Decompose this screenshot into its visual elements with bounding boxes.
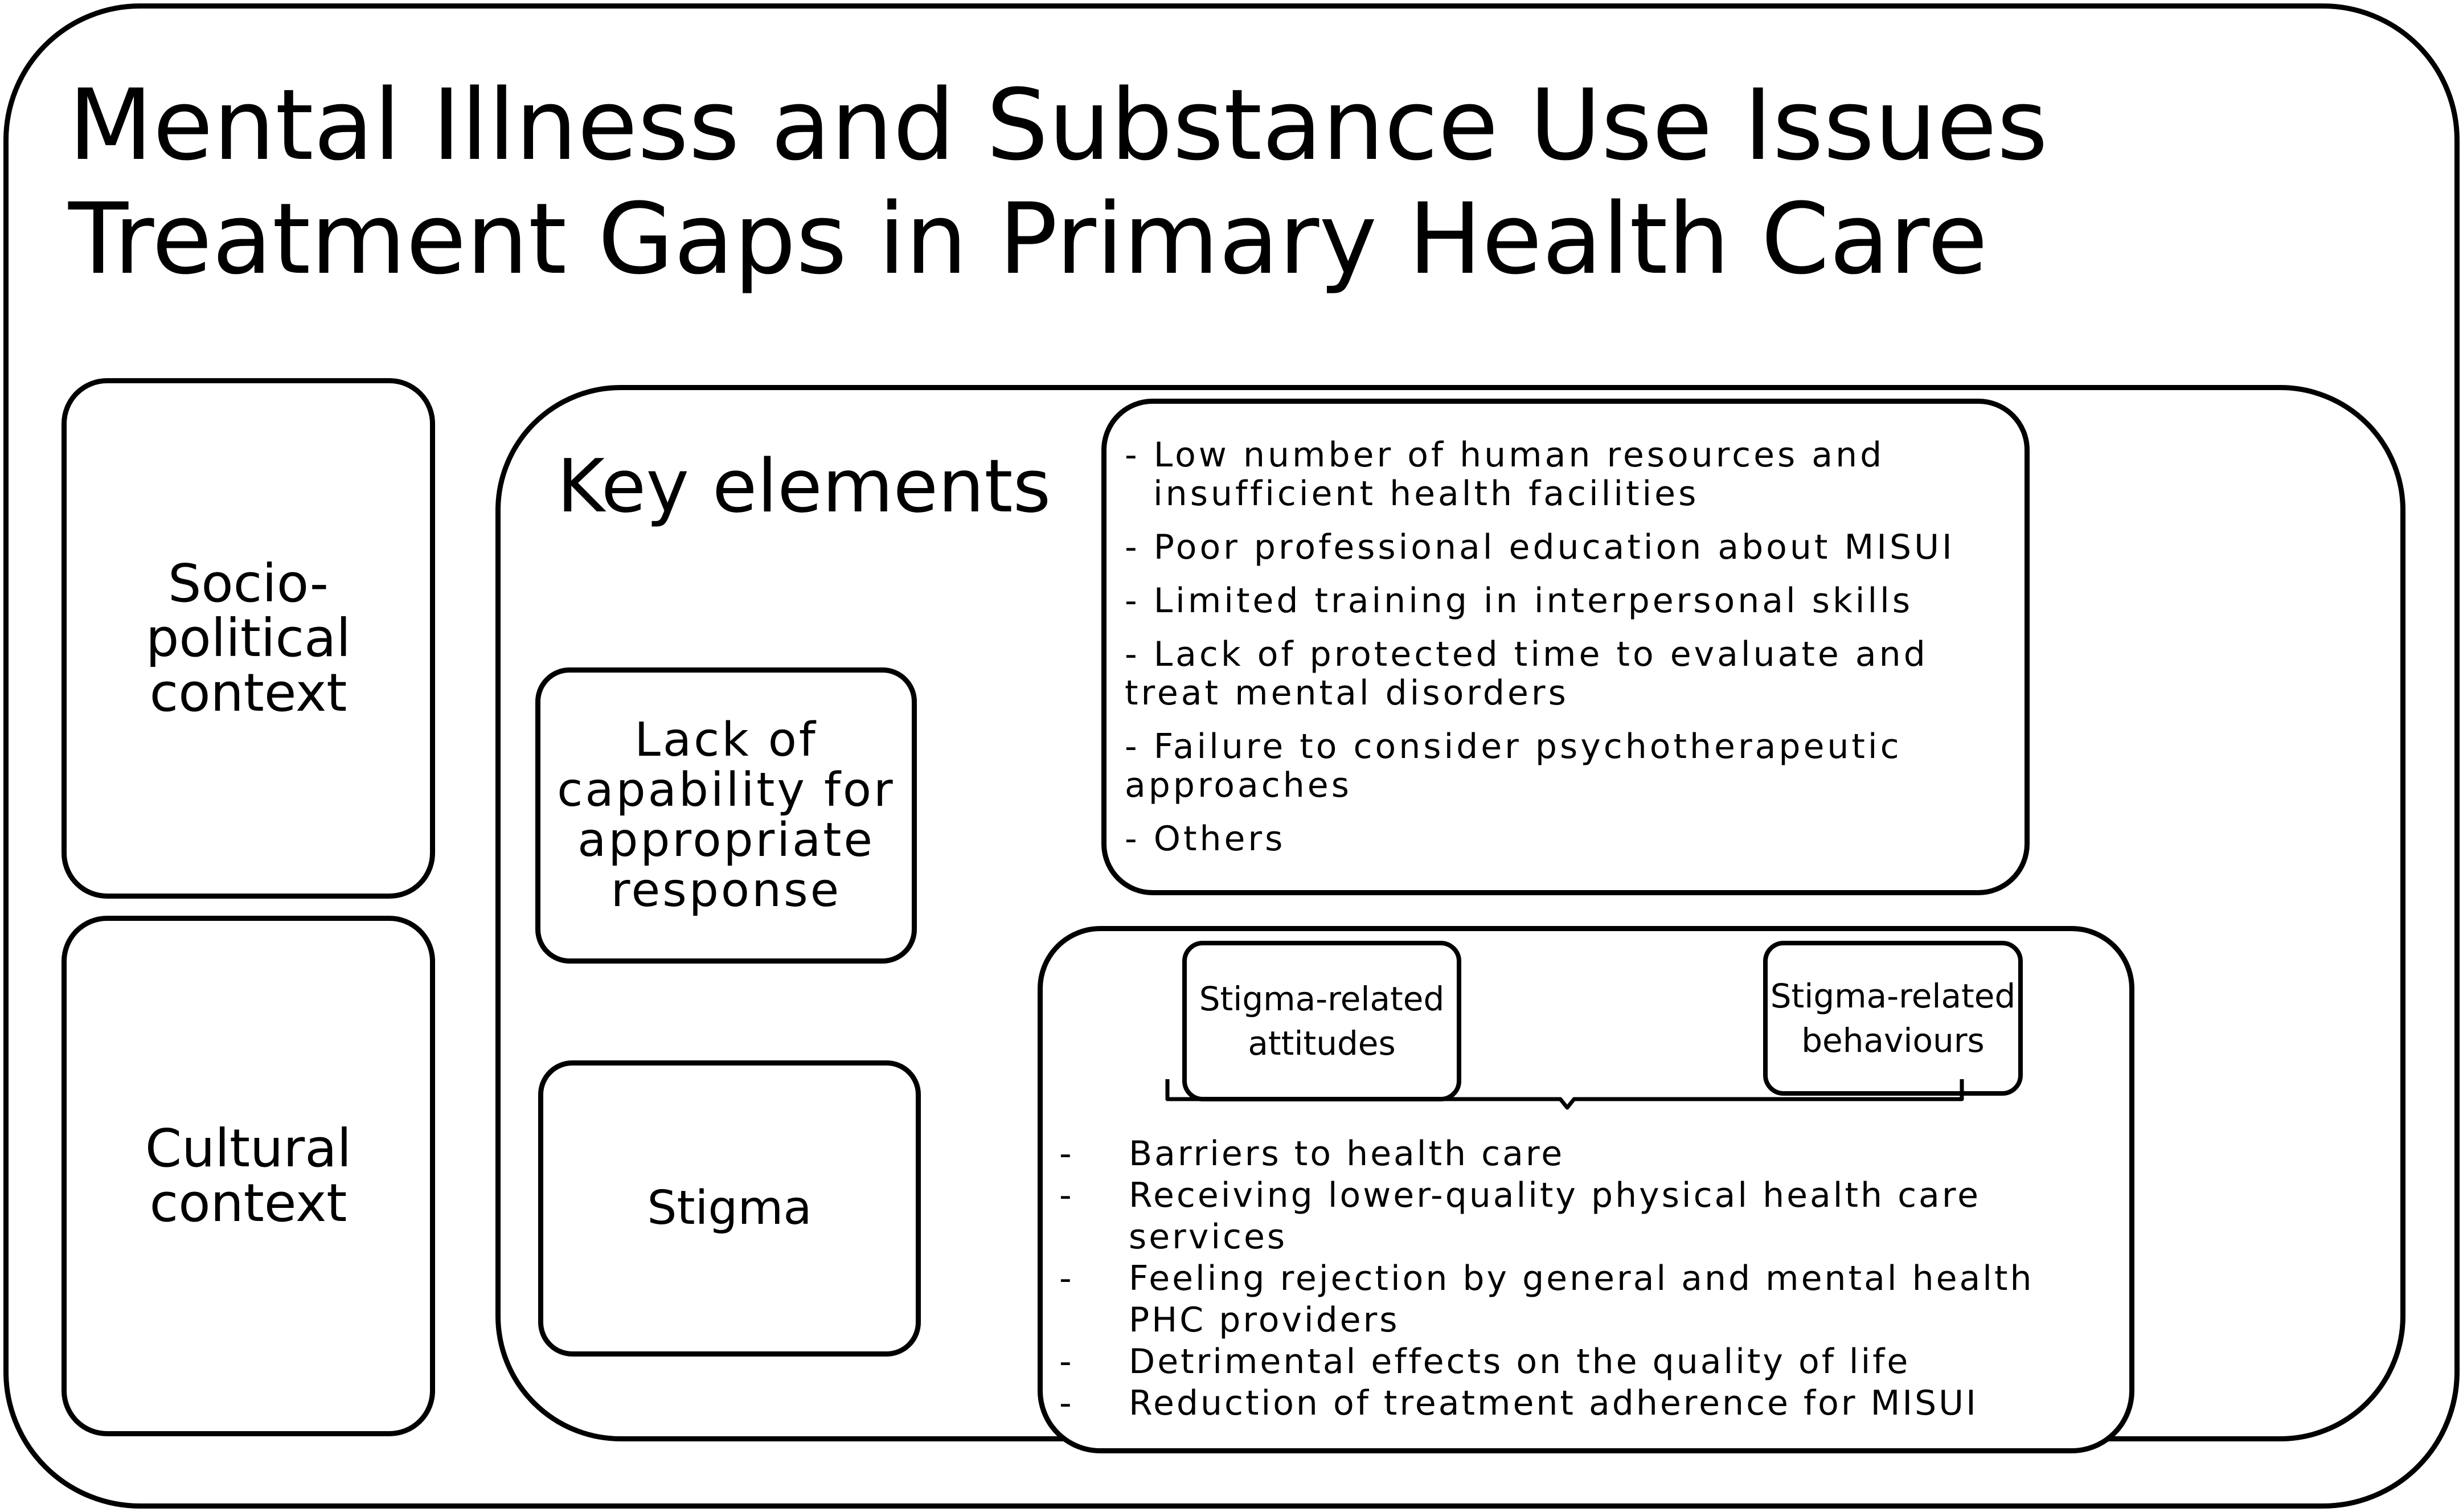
list-item: - Limited training in interpersonal skil…	[1125, 581, 1913, 621]
capability-details-box	[1101, 399, 2030, 895]
brace-line	[1165, 1079, 1964, 1110]
list-item: - Others	[1125, 819, 1286, 859]
list-item: - Feeling rejection by general and mental…	[1059, 1258, 2118, 1341]
lack-of-capability-label: Lack of capability for appropriate respo…	[557, 713, 895, 917]
stigma-consequences-list: - Barriers to health care - Receiving lowe…	[1059, 1133, 2118, 1424]
list-item: - Barriers to health care	[1059, 1133, 2118, 1175]
list-item-text: Reduction of treatment adherence for MIS…	[1129, 1383, 1978, 1423]
list-item: - Receiving lower-quality physical health…	[1059, 1175, 2118, 1258]
stigma-box: Stigma	[538, 1060, 921, 1357]
capability-details-list: - Low number of human resources and insu…	[1125, 436, 2013, 873]
list-dash: -	[1059, 1175, 1074, 1215]
list-item: - Low number of human resources and insu…	[1125, 435, 1885, 514]
stigma-label: Stigma	[647, 1181, 812, 1235]
socio-political-context-label: Socio- political context	[146, 553, 351, 723]
list-item-text: Barriers to health care	[1129, 1134, 1565, 1174]
list-dash: -	[1059, 1134, 1074, 1174]
list-dash: -	[1059, 1383, 1074, 1423]
socio-political-context-box: Socio- political context	[62, 378, 435, 899]
diagram-title: Mental Illness and Substance Use Issues …	[68, 68, 2048, 296]
list-item-text: Receiving lower-quality physical health …	[1129, 1175, 1981, 1257]
cultural-context-label: Cultural context	[145, 1118, 352, 1234]
stigma-behaviours-box: Stigma-related behaviours	[1763, 941, 2023, 1096]
list-item: - Poor professional education about MISU…	[1125, 527, 1955, 567]
stigma-behaviours-label: Stigma-related behaviours	[1770, 977, 2016, 1060]
lack-of-capability-box: Lack of capability for appropriate respo…	[535, 667, 917, 964]
list-item-text: Detrimental effects on the quality of li…	[1129, 1342, 1911, 1382]
list-item: - Reduction of treatment adherence for MI…	[1059, 1383, 2118, 1424]
list-item: - Lack of protected time to evaluate and…	[1125, 634, 1928, 713]
stigma-attitudes-box: Stigma-related attitudes	[1182, 941, 1461, 1101]
list-item: - Failure to consider psychotherapeutic …	[1125, 727, 1902, 805]
key-elements-heading: Key elements	[557, 444, 1051, 529]
list-dash: -	[1059, 1259, 1074, 1298]
list-item-text: Feeling rejection by general and mental …	[1129, 1259, 2034, 1340]
cultural-context-box: Cultural context	[62, 916, 435, 1436]
list-item: - Detrimental effects on the quality of l…	[1059, 1341, 2118, 1383]
stigma-attitudes-label: Stigma-related attitudes	[1199, 980, 1445, 1063]
list-dash: -	[1059, 1342, 1074, 1382]
